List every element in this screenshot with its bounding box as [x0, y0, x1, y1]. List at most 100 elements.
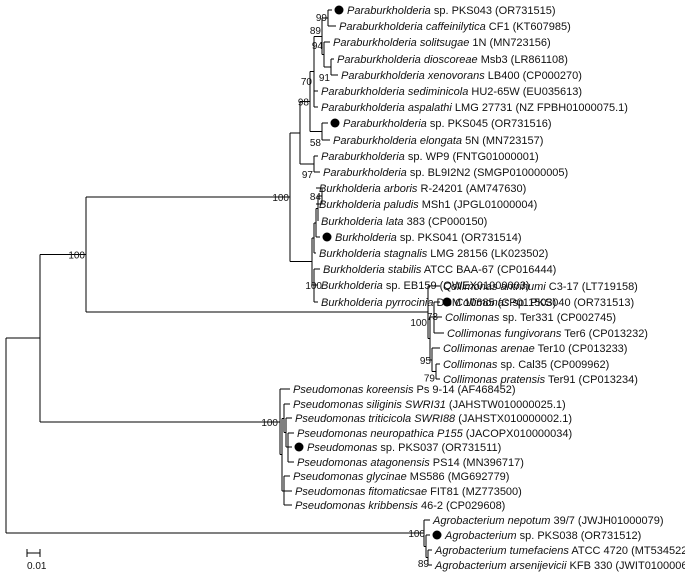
bootstrap-100-para-burk: 100	[272, 193, 289, 204]
tip-label-strain: KFB 330 (JWIT01000061)	[566, 560, 685, 572]
tip-label-taxon: Burkholderia pyrrocinia	[321, 297, 434, 309]
tip-label-strain: Ter91 (CP013234)	[545, 374, 638, 386]
tip-label: Collimonas pratensis Ter91 (CP013234)	[443, 374, 638, 386]
tip-label: Agrobacterium arsenijevicii KFB 330 (JWI…	[434, 560, 685, 572]
tip-label-taxon: Burkholderia lata	[321, 216, 404, 228]
bootstrap-79: 79	[424, 374, 436, 385]
tip-label-taxon: Burkholderia paludis	[319, 199, 419, 211]
tip-label-taxon: Paraburkholderia aspalathi	[321, 102, 452, 114]
tip-label-taxon: Paraburkholderia dioscoreae	[337, 54, 478, 66]
tip-label: Pseudomonas neuropathica P155 (JACOPX010…	[297, 428, 572, 440]
tip-label-strain: sp. BL9I2N2 (SMGP010000005)	[407, 167, 568, 179]
bootstrap-98: 98	[298, 98, 310, 109]
tip-label: Paraburkholderia caffeinilytica CF1 (KT6…	[339, 21, 571, 33]
tip-label-strain: Ter6 (CP013232)	[561, 328, 648, 340]
tip-label-taxon: Burkholderia	[335, 232, 397, 244]
bootstrap-100-pseud: 100	[261, 418, 278, 429]
tip-label-taxon: Pseudomonas	[307, 442, 378, 454]
isolate-marker-icon	[334, 5, 344, 15]
tip-label: Paraburkholderia aspalathi LMG 27731 (NZ…	[321, 102, 628, 114]
tip-label: Collimonas antrihumi C3-17 (LT719158)	[443, 281, 638, 293]
tip-label: Agrobacterium tumefaciens ATCC 4720 (MT5…	[434, 545, 685, 557]
tip-label-strain: 39/7 (JWJH01000079)	[550, 515, 663, 527]
tip-label: Pseudomonas koreensis Ps 9-14 (AF468452)	[293, 384, 516, 396]
tip-label: Burkholderia lata 383 (CP000150)	[321, 216, 487, 228]
tip-label-taxon: Agrobacterium arsenijevicii	[434, 560, 567, 572]
tip-label-strain: ATCC 4720 (MT534522)	[569, 545, 685, 557]
tip-label: Burkholderia arboris R-24201 (AM747630)	[319, 183, 526, 195]
tip-label: Burkholderia stabilis ATCC BAA-67 (CP016…	[323, 264, 556, 276]
tip-label: Paraburkholderia elongata 5N (MN723157)	[333, 135, 543, 147]
tip-label-strain: sp. PKS037 (OR731511)	[377, 442, 501, 454]
tip-label: Burkholderia stagnalis LMG 28156 (LK0235…	[319, 248, 548, 260]
tip-label: Collimonas sp. Cal35 (CP009962)	[443, 359, 609, 371]
tip-label: Paraburkholderia sp. PKS043 (OR731515)	[347, 5, 556, 17]
tip-label-taxon: Pseudomonas glycinae	[293, 471, 407, 483]
tip-label-taxon: Paraburkholderia solitsugae	[333, 37, 469, 49]
isolate-marker-icon	[294, 442, 304, 452]
tip-label-strain: (JAHSTW010000025.1)	[446, 399, 566, 411]
tip-label-taxon: Pseudomonas koreensis	[293, 384, 414, 396]
tip-label: Paraburkholderia solitsugae 1N (MN723156…	[333, 37, 551, 49]
tree-branches	[5, 9, 444, 566]
bootstrap-70: 70	[301, 77, 313, 88]
tip-label: Collimonas sp. Ter331 (CP002745)	[445, 312, 616, 324]
bootstrap-100-coll: 100	[410, 318, 427, 329]
tip-label: Pseudomonas siliginis SWRI31 (JAHSTW0100…	[293, 399, 566, 411]
tip-label-strain: (JACOPX010000034)	[463, 428, 572, 440]
tip-label-strain: LB400 (CP000270)	[485, 70, 582, 82]
bootstrap-95: 95	[420, 356, 432, 367]
tip-label-strain: sp. Ter331 (CP002745)	[499, 312, 616, 324]
tip-label-strain: LMG 27731 (NZ FPBH01000075.1)	[452, 102, 628, 114]
tip-label-strain: HU2-65W (EU035613)	[468, 86, 582, 98]
tip-label-strain: 383 (CP000150)	[404, 216, 488, 228]
bootstrap-89: 89	[310, 26, 322, 37]
bootstrap-91: 91	[319, 73, 331, 84]
scale-bar: 0.01	[26, 549, 47, 572]
bootstrap-99: 99	[316, 13, 328, 24]
tip-label-taxon: Pseudomonas kribbensis	[295, 500, 418, 512]
tip-label-strain: sp. PKS038 (OR731512)	[517, 530, 642, 542]
tip-label-strain: sp. PKS045 (OR731516)	[427, 118, 552, 130]
tip-label: Collimonas arenae Ter10 (CP013233)	[443, 343, 627, 355]
tip-label-taxon: Paraburkholderia	[347, 5, 431, 17]
tip-label-taxon: Burkholderia stagnalis	[319, 248, 428, 260]
tip-label-taxon: Paraburkholderia elongata	[333, 135, 462, 147]
bootstrap-89-agro: 89	[418, 559, 430, 570]
tip-label-strain: DSM 10685 (CP011503)	[434, 297, 557, 309]
tip-label-strain: sp. Cal35 (CP009962)	[497, 359, 609, 371]
tip-label-strain: (JAHSTX010000002.1)	[455, 413, 572, 425]
isolate-marker-icon	[330, 118, 340, 128]
isolate-marker-icon	[432, 530, 442, 540]
tip-label-strain: MS586 (MG692779)	[407, 471, 510, 483]
tip-label: Collimonas sp. PKS040 (OR731513)	[455, 297, 634, 309]
tip-label-taxon: Collimonas fungivorans	[447, 328, 562, 340]
tip-label: Burkholderia sp. PKS041 (OR731514)	[335, 232, 522, 244]
bootstrap-84: 84	[310, 192, 322, 203]
tip-label-taxon: Collimonas antrihumi	[443, 281, 546, 293]
bootstrap-94: 94	[312, 41, 324, 52]
tip-label-strain: C3-17 (LT719158)	[546, 281, 638, 293]
tip-label: Pseudomonas fitomaticsae FIT81 (MZ773500…	[295, 486, 522, 498]
tip-label-strain: Msb3 (LR861108)	[478, 54, 568, 66]
tip-label: Paraburkholderia sp. BL9I2N2 (SMGP010000…	[323, 167, 568, 179]
tip-label: Agrobacterium nepotum 39/7 (JWJH01000079…	[432, 515, 664, 527]
tree-tip-labels: Paraburkholderia sp. PKS043 (OR731515)Pa…	[293, 5, 685, 572]
tip-label-taxon: Paraburkholderia	[323, 167, 407, 179]
tip-label-taxon: Pseudomonas siliginis SWRI31	[293, 399, 446, 411]
tip-label-taxon: Burkholderia	[321, 280, 383, 292]
tip-label: Paraburkholderia dioscoreae Msb3 (LR8611…	[337, 54, 568, 66]
bootstrap-73: 73	[427, 312, 439, 323]
tip-label-taxon: Agrobacterium nepotum	[432, 515, 550, 527]
tip-label-taxon: Collimonas arenae	[443, 343, 535, 355]
tip-label-taxon: Collimonas	[445, 312, 500, 324]
tip-label-taxon: Pseudomonas atagonensis	[297, 457, 430, 469]
tip-label-strain: MSh1 (JPGL01000004)	[419, 199, 538, 211]
tip-label-taxon: Burkholderia arboris	[319, 183, 418, 195]
tip-label-taxon: Pseudomonas triticicola SWRI88	[295, 413, 456, 425]
tip-label: Burkholderia sp. EB159 (QWEX01000003)	[321, 280, 530, 292]
tip-label-strain: PS14 (MN396717)	[430, 457, 524, 469]
tip-label-taxon: Collimonas pratensis	[443, 374, 546, 386]
